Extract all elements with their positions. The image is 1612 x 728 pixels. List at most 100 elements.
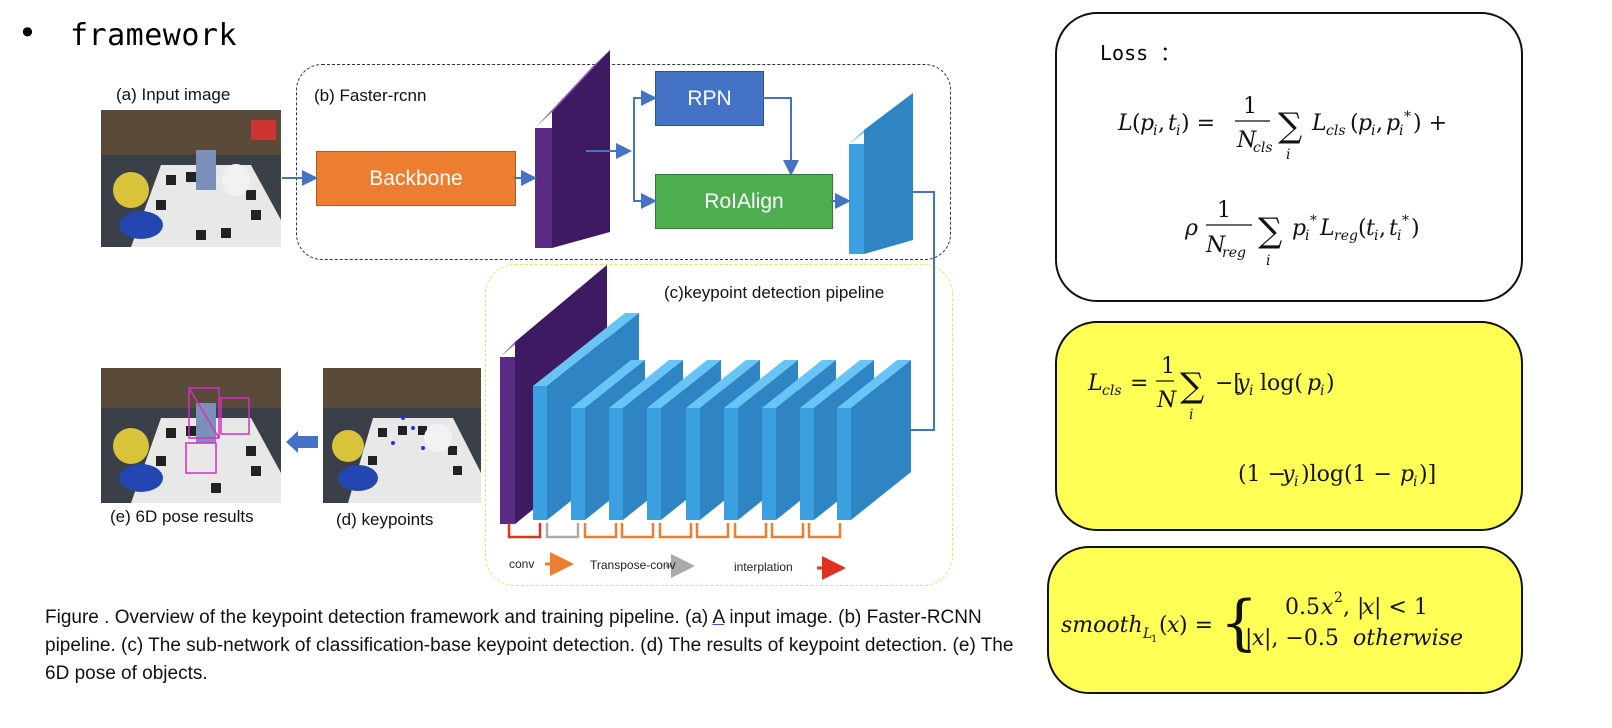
blue-map-top xyxy=(533,313,639,386)
svg-text:i: i xyxy=(1294,474,1298,490)
rpn-box: RPN xyxy=(655,71,764,126)
svg-text:1: 1 xyxy=(1151,634,1157,645)
svg-text:): ) xyxy=(1326,371,1335,396)
svg-text:p: p xyxy=(1140,111,1154,136)
svg-text:y: y xyxy=(1281,462,1295,487)
svg-text:)]: )] xyxy=(1419,462,1436,487)
keypoints-image xyxy=(323,368,481,503)
backbone-box: Backbone xyxy=(316,151,516,206)
svg-text:*: * xyxy=(1310,213,1317,229)
svg-text:): ) xyxy=(1411,216,1420,241)
blue-map-top xyxy=(571,360,645,408)
svg-text:|, −0.5: |, −0.5 xyxy=(1264,626,1339,651)
svg-text:1: 1 xyxy=(1217,198,1231,223)
blue-map-front xyxy=(762,408,776,520)
svg-text:| < 1: | < 1 xyxy=(1374,595,1428,620)
svg-text:|: | xyxy=(1245,626,1252,651)
blue-map-front xyxy=(724,408,738,520)
svg-text:1: 1 xyxy=(1161,354,1175,379)
svg-text:p: p xyxy=(1358,111,1372,136)
svg-text:reg: reg xyxy=(1334,228,1358,244)
svg-text:−[: −[ xyxy=(1215,371,1242,396)
svg-text:x: x xyxy=(1252,626,1265,651)
blue-map-front xyxy=(533,386,547,520)
svg-text:(1 −: (1 − xyxy=(1238,462,1286,487)
network-diagram xyxy=(282,50,935,580)
svg-text:L: L xyxy=(1087,371,1103,396)
svg-text:i: i xyxy=(1413,474,1417,490)
figure-caption: Figure . Overview of the keypoint detect… xyxy=(45,607,1014,684)
svg-text:cls: cls xyxy=(1326,123,1346,139)
svg-text:i: i xyxy=(1249,383,1253,399)
feature-map-purple xyxy=(535,50,610,248)
svg-text:t: t xyxy=(1168,111,1177,136)
blue-map-front xyxy=(686,408,700,520)
svg-text:L: L xyxy=(1311,111,1327,136)
svg-text:2: 2 xyxy=(1334,590,1343,606)
svg-text:,: , xyxy=(1379,216,1386,241)
svg-text:i: i xyxy=(1176,123,1180,139)
svg-text:x: x xyxy=(1321,595,1334,620)
loss-card xyxy=(1055,12,1523,302)
svg-text:{: { xyxy=(1220,588,1258,658)
svg-text:i: i xyxy=(1286,147,1290,163)
cls-loss-card xyxy=(1055,321,1523,531)
blue-map-front xyxy=(609,408,623,520)
svg-text:, |: , | xyxy=(1343,595,1364,620)
svg-text:t: t xyxy=(1389,216,1398,241)
svg-text:i: i xyxy=(1305,228,1309,244)
svg-text:i: i xyxy=(1189,407,1193,423)
svg-text:(: ( xyxy=(1132,111,1141,136)
blue-map-side xyxy=(851,360,911,520)
svg-text:p: p xyxy=(1400,462,1414,487)
blue-map-top xyxy=(686,360,760,408)
blue-map-top xyxy=(762,360,836,408)
blue-map-top xyxy=(647,360,721,408)
legend-interpolation: interplation xyxy=(734,560,793,574)
legend-transpose-conv: Transpose-conv xyxy=(590,558,676,572)
operation-brackets xyxy=(507,523,842,539)
svg-text:(: ( xyxy=(1159,613,1168,638)
svg-text:) =: ) = xyxy=(1181,111,1215,136)
svg-text:cls: cls xyxy=(1253,140,1273,156)
svg-text:*: * xyxy=(1402,213,1409,229)
svg-text:reg: reg xyxy=(1222,245,1246,261)
pose-result-image xyxy=(101,368,281,503)
svg-text:) =: ) = xyxy=(1179,613,1213,638)
svg-text:otherwise: otherwise xyxy=(1353,626,1463,651)
svg-text:N: N xyxy=(1236,128,1257,153)
svg-text:(: ( xyxy=(1358,216,1367,241)
legend-conv: conv xyxy=(509,557,535,571)
keypoint-pipeline-region xyxy=(485,264,953,586)
svg-text:L: L xyxy=(1117,111,1133,136)
blue-map-top xyxy=(724,360,798,408)
smooth-l1-card xyxy=(1047,546,1523,694)
svg-text:ρ: ρ xyxy=(1184,216,1198,241)
svg-text:L: L xyxy=(1319,216,1335,241)
svg-text:t: t xyxy=(1366,216,1375,241)
svg-text:p: p xyxy=(1307,371,1321,396)
svg-text:smooth: smooth xyxy=(1061,613,1143,638)
roialign-box: RoIAlign xyxy=(655,174,833,229)
svg-text:i: i xyxy=(1374,228,1378,244)
svg-text:i: i xyxy=(1399,123,1403,139)
svg-text:) +: ) + xyxy=(1413,111,1447,136)
svg-text:)log(1 −: )log(1 − xyxy=(1301,462,1392,487)
input-image xyxy=(101,110,281,247)
keypoints-label: (d) keypoints xyxy=(336,510,434,529)
svg-text:,: , xyxy=(1376,111,1383,136)
svg-text:p: p xyxy=(1386,111,1400,136)
pipeline-blue-maps xyxy=(533,313,911,520)
svg-text:N: N xyxy=(1156,388,1177,413)
roi-feature-map xyxy=(849,93,913,254)
svg-text:i: i xyxy=(1371,123,1375,139)
blue-feature-map xyxy=(837,360,911,520)
svg-text:N: N xyxy=(1205,233,1226,258)
svg-text:1: 1 xyxy=(1243,94,1257,119)
svg-text:p: p xyxy=(1292,216,1306,241)
blue-map-top xyxy=(837,360,911,408)
svg-text:i: i xyxy=(1397,228,1401,244)
